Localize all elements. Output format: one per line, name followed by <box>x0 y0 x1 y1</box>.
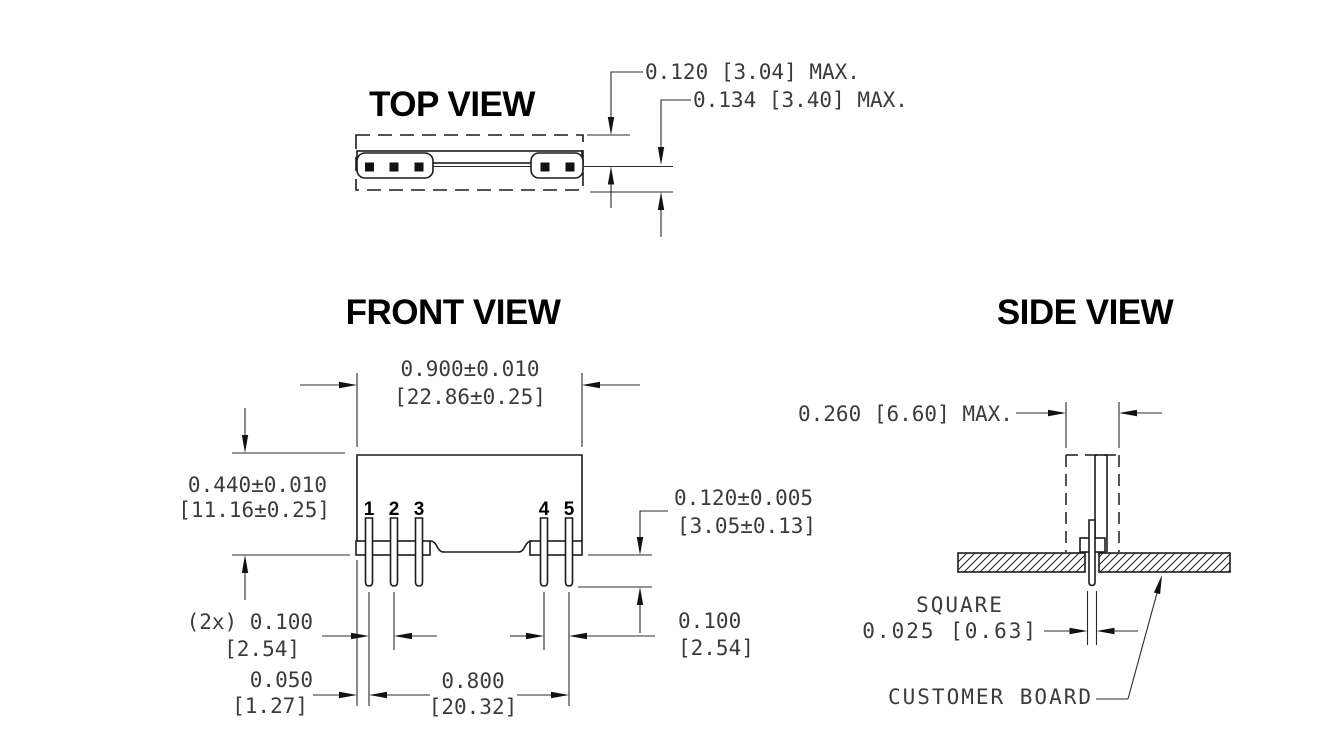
front-view-dim-pin-span-lines <box>517 691 569 699</box>
front-view-pins <box>364 517 574 587</box>
top-view-dim-body-height: 0.120 [3.04] MAX. <box>645 60 860 84</box>
front-view-dim-width-lines <box>300 373 640 447</box>
top-view-dim-total-height: 0.134 [3.40] MAX. <box>693 88 908 112</box>
pin-label-1: 1 <box>364 499 375 520</box>
front-view-dim-edge-offset-lines <box>313 691 430 699</box>
front-view-dim-edge-offset-in: 0.050 <box>250 668 313 692</box>
top-view-dim-total-height-lines <box>590 99 691 237</box>
front-view-bottom-recess <box>429 540 533 553</box>
front-view-title: FRONT VIEW <box>346 293 561 332</box>
side-view-pin <box>1088 519 1096 587</box>
front-view-dim-height-lines <box>232 408 350 600</box>
pin-label-4: 4 <box>539 499 550 520</box>
side-view-dim-pin-square-lines <box>1044 591 1138 645</box>
front-view-dim-standoff-mm: [3.05±0.13] <box>677 514 816 538</box>
front-view-body <box>356 454 583 541</box>
pin-label-3: 3 <box>414 499 425 520</box>
front-view-dim-width-in: 0.900±0.010 <box>400 357 539 381</box>
front-view-dim-pitch-right-lines <box>510 632 655 640</box>
side-view-pin-section-label: SQUARE <box>916 593 1004 617</box>
side-view-customer-board <box>957 552 1231 573</box>
front-view-dim-pin-span-in: 0.800 <box>441 669 504 693</box>
front-view-dim-pin-span-mm: [20.32] <box>429 695 518 719</box>
side-view-board-label: CUSTOMER BOARD <box>888 685 1093 709</box>
side-view-pin-section-dim: 0.025 [0.63] <box>862 619 1038 643</box>
front-view-pin-extension-lines <box>356 560 570 706</box>
front-view-dim-pitch-left-in: (2x) 0.100 <box>187 610 313 634</box>
front-view-dim-width-mm: [22.86±0.25] <box>394 385 546 409</box>
top-view-right-header <box>530 152 584 179</box>
front-view-dim-height-in: 0.440±0.010 <box>188 473 327 497</box>
side-view-max-envelope <box>1065 454 1120 552</box>
front-view-dim-pitch-right-in: 0.100 <box>678 609 741 633</box>
pin-label-5: 5 <box>564 499 575 520</box>
front-view-right-standoff <box>529 540 583 556</box>
side-view: SIDE VIEW 0.260 [6.60] MAX. <box>798 293 1231 709</box>
front-view-dim-pitch-left-lines <box>322 632 437 640</box>
top-view-title: TOP VIEW <box>369 85 535 124</box>
front-view-dim-edge-offset-mm: [1.27] <box>232 694 308 718</box>
side-view-dim-depth-lines <box>1016 402 1162 448</box>
front-view-dim-standoff-lines <box>578 510 668 633</box>
front-view-dim-pitch-left-mm: [2.54] <box>224 637 300 661</box>
front-view-dim-height-mm: [11.16±0.25] <box>178 498 330 522</box>
top-view: TOP VIEW 0.120 [3.04] MAX. <box>355 60 908 237</box>
top-view-dim-body-height-lines <box>587 71 643 208</box>
side-view-title: SIDE VIEW <box>997 293 1174 332</box>
front-view-dim-standoff-in: 0.120±0.005 <box>674 486 813 510</box>
front-view-pin-numbers: 1 2 3 4 5 <box>364 499 575 520</box>
pin-label-2: 2 <box>389 499 400 520</box>
front-view-dim-pitch-right-mm: [2.54] <box>678 636 754 660</box>
side-view-dim-depth: 0.260 [6.60] MAX. <box>798 402 1013 426</box>
side-view-board-leader <box>1096 575 1162 700</box>
top-view-pins <box>365 162 575 172</box>
front-view: FRONT VIEW 1 2 3 4 5 <box>178 293 816 719</box>
